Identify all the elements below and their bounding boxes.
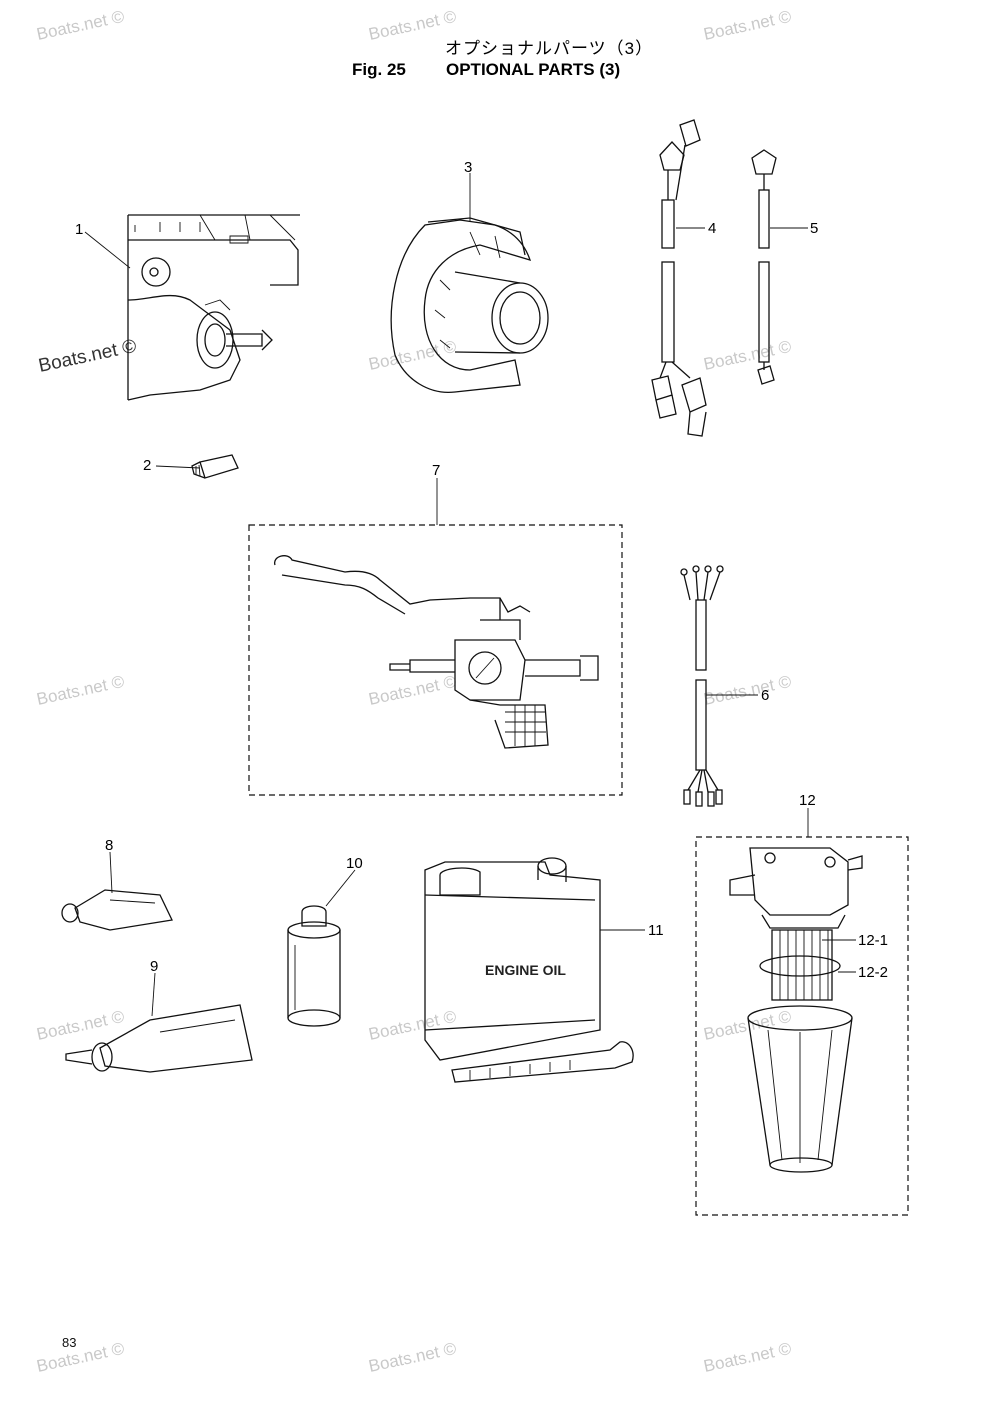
watermark-text: Boats.net © xyxy=(367,1007,459,1044)
watermark-text: Boats.net © xyxy=(702,1339,794,1376)
watermark-text: Boats.net © xyxy=(37,336,139,377)
callout-3: 3 xyxy=(464,159,472,176)
watermark-text: Boats.net © xyxy=(702,7,794,44)
page-number: 83 xyxy=(62,1335,77,1350)
watermark-text: Boats.net © xyxy=(367,337,459,374)
callout-12: 12 xyxy=(799,792,816,809)
part-11-oil-can: ENGINE OIL xyxy=(424,857,634,1083)
part-4-harness xyxy=(651,119,707,437)
watermark-text: Boats.net © xyxy=(35,7,127,44)
watermark-text: Boats.net © xyxy=(367,672,459,709)
part-3-cover xyxy=(390,217,549,394)
callout-9: 9 xyxy=(150,958,158,975)
callout-5: 5 xyxy=(810,220,818,237)
watermark-layer: Boats.net © Boats.net © Boats.net © Boat… xyxy=(35,7,794,1376)
watermark-text: Boats.net © xyxy=(35,1339,127,1376)
watermark-text: Boats.net © xyxy=(35,672,127,709)
callout-7: 7 xyxy=(432,462,440,479)
watermark-text: Boats.net © xyxy=(702,1007,794,1044)
callout-10: 10 xyxy=(346,855,363,872)
part-9-tube xyxy=(65,1004,253,1073)
figure-title: OPTIONAL PARTS (3) xyxy=(446,60,621,79)
callout-12-2: 12-2 xyxy=(858,964,888,981)
part-8-tube xyxy=(61,889,173,931)
callout-4: 4 xyxy=(708,220,716,237)
oil-can-label: ENGINE OIL xyxy=(485,962,566,978)
part-1-gearcase-anode xyxy=(127,214,300,401)
callout-numbers: 1 2 3 4 5 6 7 8 9 10 11 12 12-1 12-2 xyxy=(75,159,888,981)
watermark-text: Boats.net © xyxy=(702,337,794,374)
part-10-spray-can xyxy=(287,905,341,1027)
part-5-lead xyxy=(751,149,777,385)
part-7-kit xyxy=(248,524,623,796)
callout-6: 6 xyxy=(761,687,769,704)
watermark-text: Boats.net © xyxy=(35,1007,127,1044)
watermark-text: Boats.net © xyxy=(702,672,794,709)
callout-2: 2 xyxy=(143,457,151,474)
watermark-text: Boats.net © xyxy=(367,1339,459,1376)
callout-12-1: 12-1 xyxy=(858,932,888,949)
watermark-text: Boats.net © xyxy=(367,7,459,44)
leader-lines xyxy=(84,173,856,1017)
japanese-title: オプショナルパーツ（3） xyxy=(445,39,654,58)
figure-number: Fig. 25 xyxy=(352,60,406,79)
callout-8: 8 xyxy=(105,837,113,854)
callout-1: 1 xyxy=(75,221,83,238)
part-6-cable xyxy=(680,565,724,807)
callout-11: 11 xyxy=(648,922,664,939)
part-12-fuel-filter xyxy=(695,836,909,1216)
part-2-plug xyxy=(191,454,239,479)
